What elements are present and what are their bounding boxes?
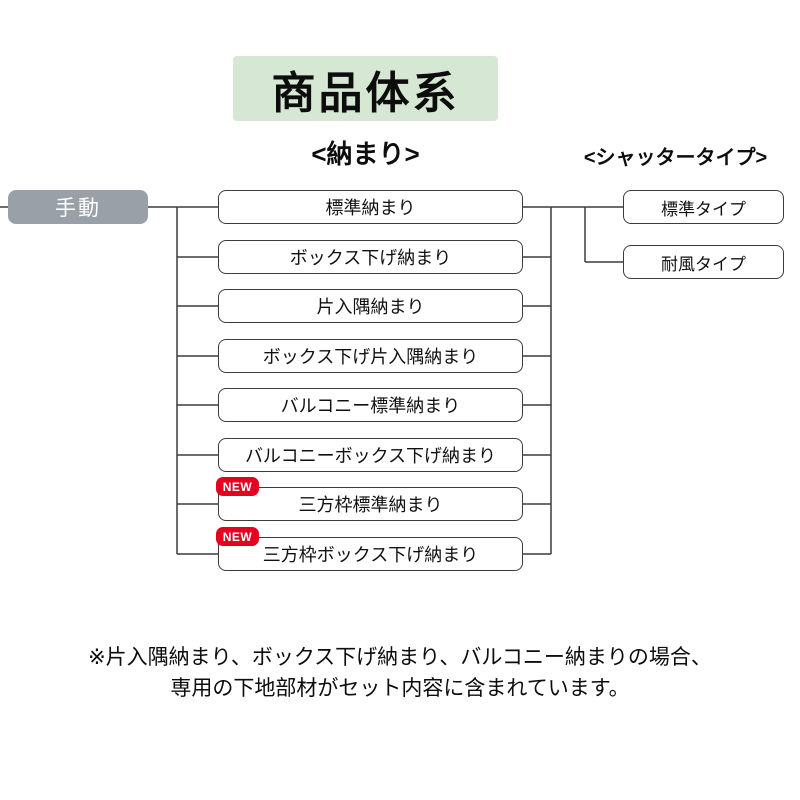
node-threeway-box-lowered-osamari: 三方枠ボックス下げ納まり bbox=[218, 537, 523, 571]
new-badge: NEW bbox=[216, 477, 259, 496]
node-box-lowered-osamari: ボックス下げ納まり bbox=[218, 240, 523, 274]
node-balcony-standard-osamari: バルコニー標準納まり bbox=[218, 388, 523, 422]
osamari-column-header: <納まり> bbox=[311, 139, 420, 169]
shutter-column-header: <シャッタータイプ> bbox=[583, 147, 768, 169]
node-box-lowered-corner-osamari: ボックス下げ片入隅納まり bbox=[218, 339, 523, 373]
node-wind-resistant-type: 耐風タイプ bbox=[623, 245, 784, 279]
page-title: 商品体系 bbox=[233, 56, 498, 121]
root-node-manual: 手動 bbox=[8, 190, 148, 224]
node-threeway-standard-osamari: 三方枠標準納まり bbox=[218, 487, 523, 521]
footnote: ※片入隅納まり、ボックス下げ納まり、バルコニー納まりの場合、 専用の下地部材がセ… bbox=[50, 642, 750, 704]
node-single-corner-osamari: 片入隅納まり bbox=[218, 289, 523, 323]
node-standard-type: 標準タイプ bbox=[623, 190, 784, 224]
footnote-line-1: ※片入隅納まり、ボックス下げ納まり、バルコニー納まりの場合、 bbox=[88, 646, 712, 669]
node-standard-osamari: 標準納まり bbox=[218, 190, 523, 224]
node-balcony-box-lowered-osamari: バルコニーボックス下げ納まり bbox=[218, 438, 523, 472]
footnote-line-2: 専用の下地部材がセット内容に含まれています。 bbox=[170, 677, 630, 700]
new-badge: NEW bbox=[216, 527, 259, 546]
